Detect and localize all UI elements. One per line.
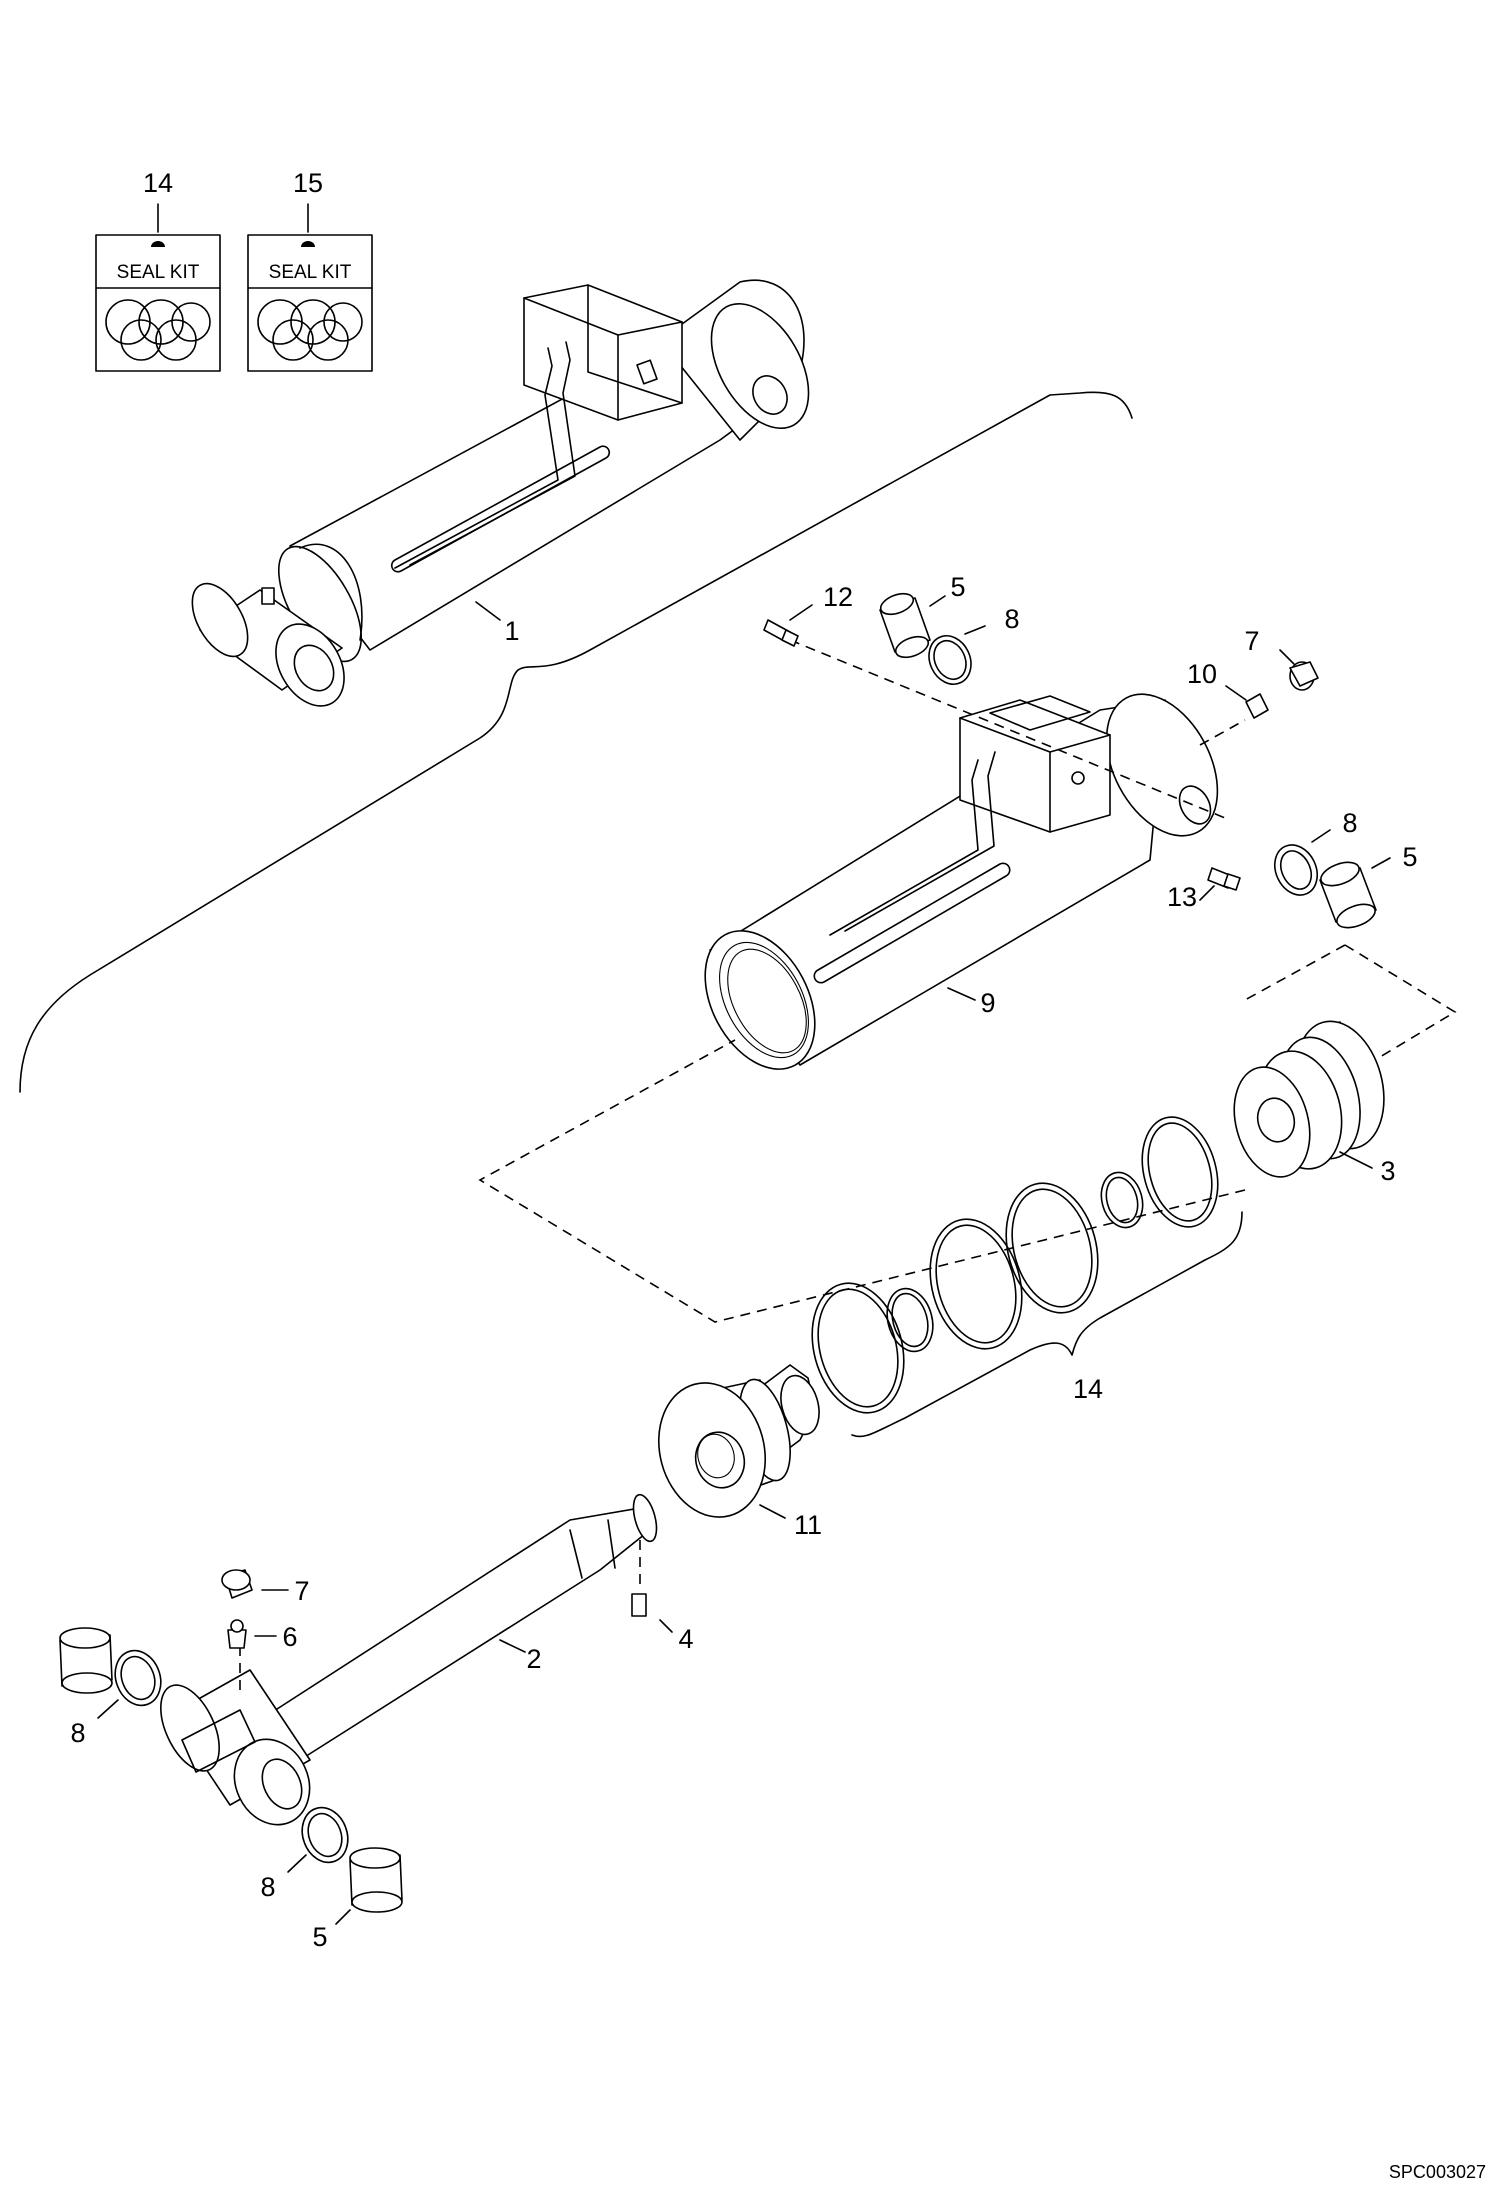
callout-14-kit: 14 <box>143 168 173 198</box>
callout-4: 4 <box>678 1624 693 1654</box>
callout-8-upper: 8 <box>1004 604 1019 634</box>
assembly-outline <box>478 944 1457 1323</box>
seal-rings: 14 <box>811 1116 1243 1438</box>
barrel-tube: 9 <box>704 693 1219 1070</box>
piston: 3 <box>1233 1020 1396 1186</box>
bushing-lower: 5 <box>312 1847 403 1952</box>
cap-upper: 7 <box>1244 626 1319 691</box>
callout-14: 14 <box>1073 1374 1103 1404</box>
callout-5-upper: 5 <box>950 572 965 602</box>
bushing-upper: 5 <box>879 572 966 659</box>
callout-9: 9 <box>980 988 995 1018</box>
callout-7-upper: 7 <box>1244 626 1259 656</box>
callout-12: 12 <box>823 582 853 612</box>
ring-upper: 8 <box>928 604 1020 685</box>
fitting-axis <box>1199 719 1246 746</box>
bushing-right: 5 <box>1319 842 1418 929</box>
ring-lower: 8 <box>260 1806 349 1902</box>
seal-group-brace <box>851 1211 1243 1438</box>
callout-2: 2 <box>526 1644 541 1674</box>
callout-5-right: 5 <box>1402 842 1417 872</box>
fitting-12: 12 <box>763 582 853 647</box>
callout-1: 1 <box>504 616 519 646</box>
seal-kit-label: SEAL KIT <box>269 262 352 283</box>
pin-axis-upper <box>789 639 1231 821</box>
callout-13: 13 <box>1167 882 1197 912</box>
callout-8-lower: 8 <box>260 1872 275 1902</box>
bushing-left <box>59 1627 113 1694</box>
grease-nipple: 6 <box>227 1619 298 1652</box>
seal-kit-15: 15 SEAL KIT <box>247 168 373 372</box>
assembly-brace <box>19 391 1133 1093</box>
set-screw: 4 <box>631 1540 694 1654</box>
ring-left: 8 <box>70 1649 162 1748</box>
callout-15-kit: 15 <box>293 168 323 198</box>
fitting-10: 10 <box>1187 659 1269 719</box>
callout-5-lower: 5 <box>312 1922 327 1952</box>
callout-8-left: 8 <box>70 1718 85 1748</box>
cylinder-head: 11 <box>657 1364 822 1540</box>
assembled-cylinder: 1 <box>191 279 810 707</box>
callout-3: 3 <box>1380 1156 1395 1186</box>
o-rings-icon <box>105 299 211 361</box>
piston-rod: 2 <box>160 1493 658 1826</box>
callout-6: 6 <box>282 1622 297 1652</box>
callout-11: 11 <box>794 1510 822 1540</box>
cap-rod: 7 <box>221 1569 310 1606</box>
o-rings-icon <box>257 299 363 361</box>
callout-7-rod: 7 <box>294 1576 309 1606</box>
callout-8-right: 8 <box>1342 808 1357 838</box>
ring-right: 8 <box>1274 808 1358 896</box>
fitting-13: 13 <box>1167 867 1241 912</box>
seal-kit-14: 14 SEAL KIT <box>95 168 221 372</box>
callout-10: 10 <box>1187 659 1217 689</box>
drawing-code: SPC003027 <box>1389 2162 1486 2182</box>
seal-kit-label: SEAL KIT <box>117 262 200 283</box>
